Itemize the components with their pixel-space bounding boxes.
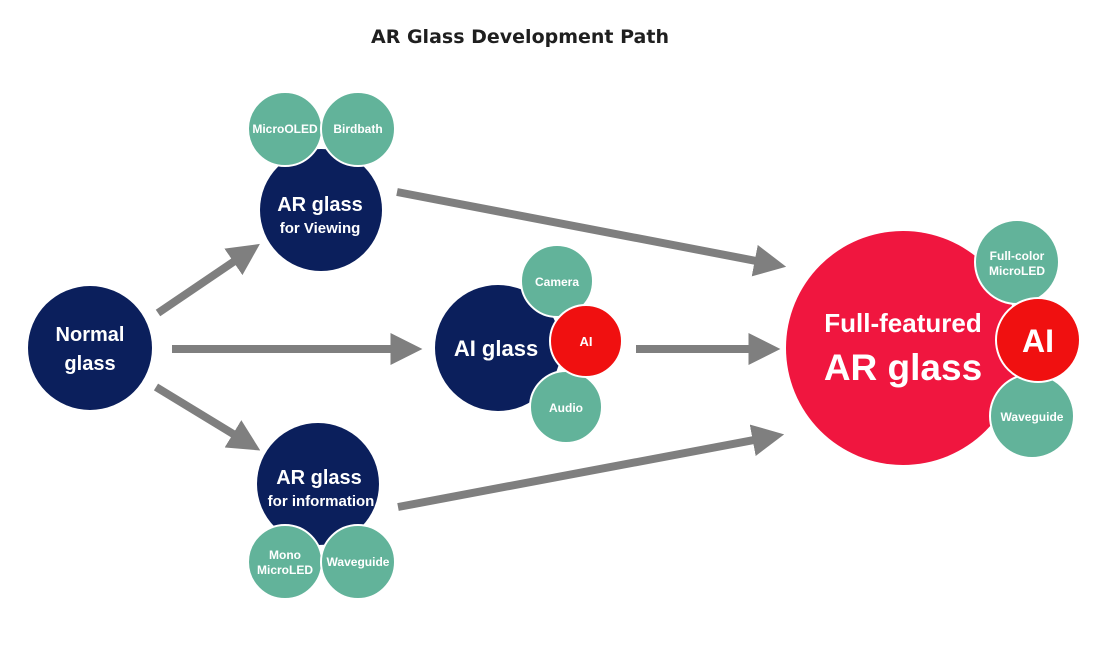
node-ar-glass-information: AR glass for information Mono MicroLED W… <box>247 423 396 600</box>
full-featured-label-line1: Full-featured <box>824 308 981 338</box>
node-normal-glass: Normal glass <box>28 286 152 410</box>
diagram-title: AR Glass Development Path <box>371 26 669 48</box>
arrows <box>153 188 787 511</box>
tag-full-color-microled-label-line2: MicroLED <box>989 264 1045 278</box>
tag-mono-microled-label-line2: MicroLED <box>257 563 313 577</box>
ai-glass-label: AI glass <box>454 336 538 361</box>
tag-ai-circle <box>549 304 623 378</box>
full-featured-circle <box>786 231 1020 465</box>
tag-audio-label: Audio <box>549 401 583 415</box>
viewing-circle <box>260 149 382 271</box>
tag-mono-microled-label-line1: Mono <box>269 548 301 562</box>
information-circle <box>257 423 379 545</box>
tag-microoled-label: MicroOLED <box>252 122 318 136</box>
tag-ai-full-label: AI <box>1022 323 1054 359</box>
tag-ai-full-circle <box>995 297 1081 383</box>
arrow-information-to-full <box>397 424 785 511</box>
tag-ai-label: AI <box>580 334 593 349</box>
information-label-line2: for information <box>268 493 375 510</box>
information-label-line1: AR glass <box>276 467 362 489</box>
arrow-normal-to-information <box>153 383 261 451</box>
tag-birdbath-label: Birdbath <box>333 122 382 136</box>
tag-mono-microled-circle <box>247 524 323 600</box>
tag-birdbath-circle <box>320 91 396 167</box>
ai-glass-circle <box>435 285 561 411</box>
viewing-label-line1: AR glass <box>277 194 363 216</box>
node-ar-glass-viewing: AR glass for Viewing MicroOLED Birdbath <box>247 91 396 271</box>
arrow-normal-to-viewing <box>155 243 260 317</box>
tag-camera-circle <box>520 244 594 318</box>
node-ai-glass: AI glass Camera Audio AI <box>435 244 623 444</box>
tag-waveguide-full-label: Waveguide <box>1001 410 1064 424</box>
tag-waveguide-info-label: Waveguide <box>327 555 390 569</box>
viewing-label-line2: for Viewing <box>280 220 361 237</box>
normal-glass-circle <box>28 286 152 410</box>
normal-glass-label-line2: glass <box>64 353 115 375</box>
node-full-featured-ar-glass: Full-featured AR glass Full-color MicroL… <box>786 219 1081 465</box>
tag-full-color-microled-label-line1: Full-color <box>990 249 1045 263</box>
tag-camera-label: Camera <box>535 275 579 289</box>
arrow-viewing-to-full <box>396 188 787 277</box>
normal-glass-label-line1: Normal <box>56 324 125 346</box>
full-featured-label-line2: AR glass <box>824 347 982 388</box>
tag-waveguide-info-circle <box>320 524 396 600</box>
